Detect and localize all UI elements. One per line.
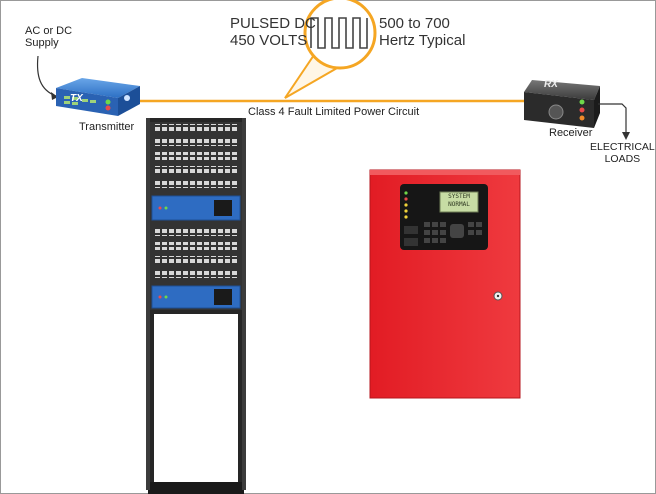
pulse-callout [303,0,377,70]
loads-label-line1: ELECTRICAL [590,141,655,153]
transmitter-label: Transmitter [79,121,135,133]
square-wave [310,17,368,49]
pulse-type: PULSED DC [230,15,316,32]
receiver-badge: RX [544,79,558,90]
transmitter-device [56,78,140,116]
pulse-voltage-label: PULSED DC 450 VOLTS [230,15,316,49]
pulse-frequency-label: 500 to 700 Hertz Typical [379,15,465,49]
panel-lcd-text: SYSTEM NORMAL [441,193,477,209]
pulse-voltage: 450 VOLTS [230,32,308,49]
equipment-rack [146,118,246,494]
loads-arrow [598,103,627,134]
supply-arrow [36,55,57,97]
fire-alarm-panel [369,169,521,399]
supply-arrowhead [51,92,58,100]
circuit-label: Class 4 Fault Limited Power Circuit [248,106,420,118]
receiver-label: Receiver [549,127,593,139]
lcd-line2: NORMAL [448,201,470,208]
loads-label-line2: LOADS [604,153,641,165]
pulse-frequency-note: Hertz Typical [379,32,466,49]
transmitter-badge: TX [70,93,83,104]
receiver-device [524,80,600,128]
supply-label-line2: Supply [25,37,59,49]
loads-arrowhead [622,132,630,140]
electrical-loads-label: ELECTRICAL LOADS [590,141,655,165]
supply-label-line1: AC or DC [25,25,73,37]
supply-label: AC or DC Supply [25,25,72,49]
lcd-line1: SYSTEM [448,193,470,200]
pulse-frequency-range: 500 to 700 [379,15,450,32]
